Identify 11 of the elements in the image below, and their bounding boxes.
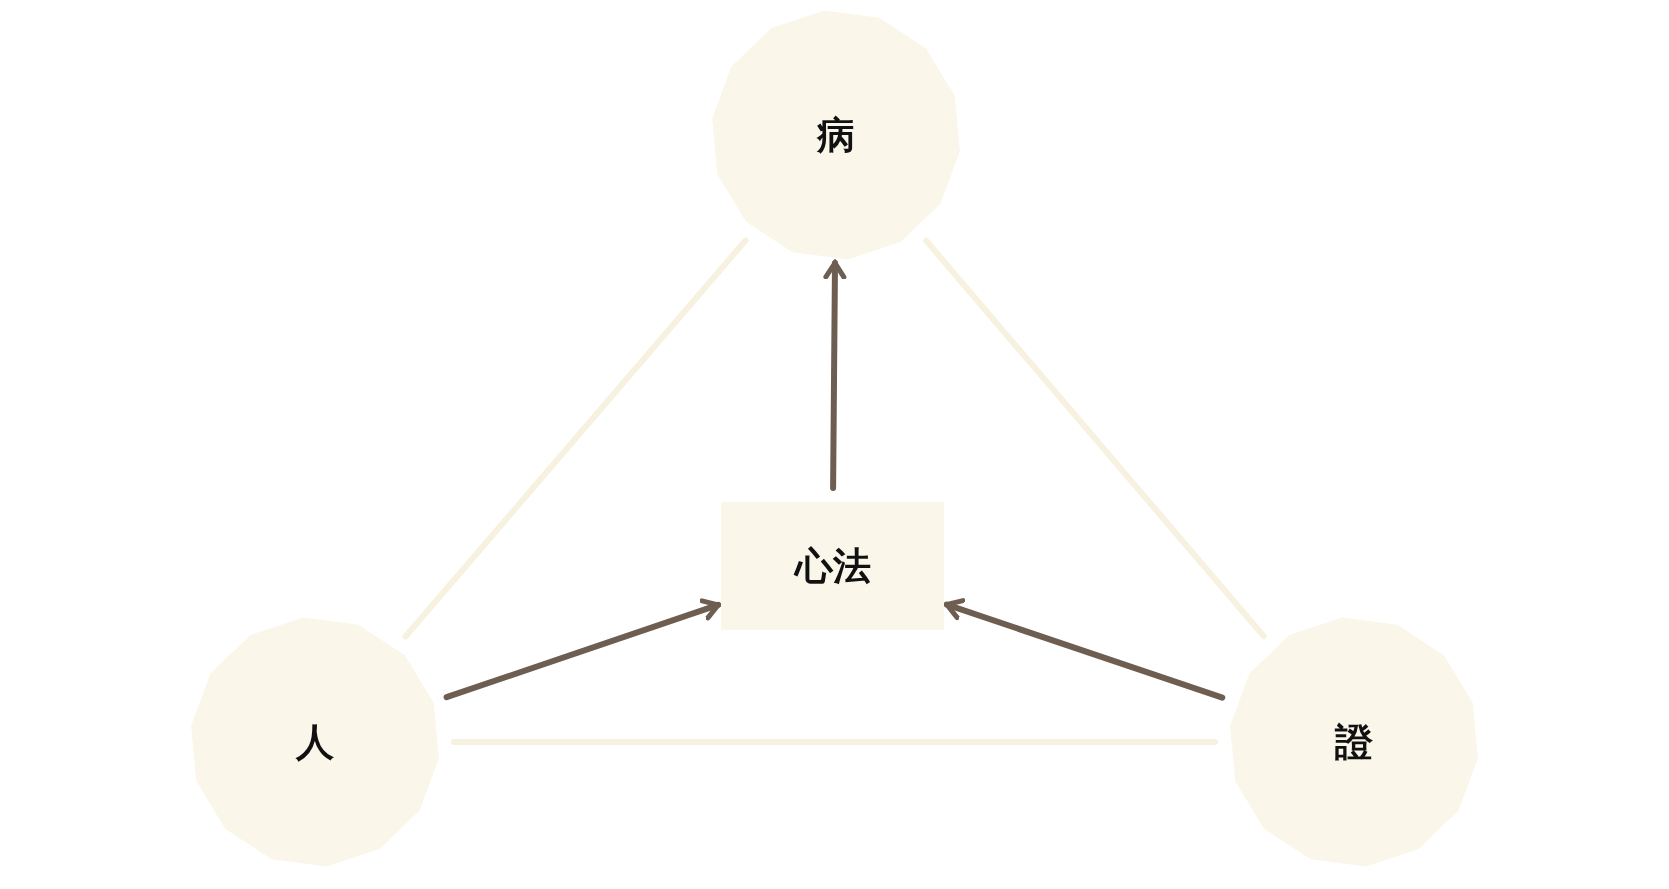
process-box	[721, 502, 944, 630]
arrow	[943, 598, 1226, 701]
node-label: 病	[817, 111, 855, 159]
node-label: 人	[296, 718, 334, 766]
arrow	[823, 260, 847, 491]
connector-line	[923, 237, 1267, 640]
arrow	[443, 598, 722, 701]
node-label: 證	[1335, 718, 1373, 766]
connector-line	[451, 739, 1218, 745]
connector-line	[402, 237, 749, 640]
node-label: 心法	[794, 542, 871, 590]
